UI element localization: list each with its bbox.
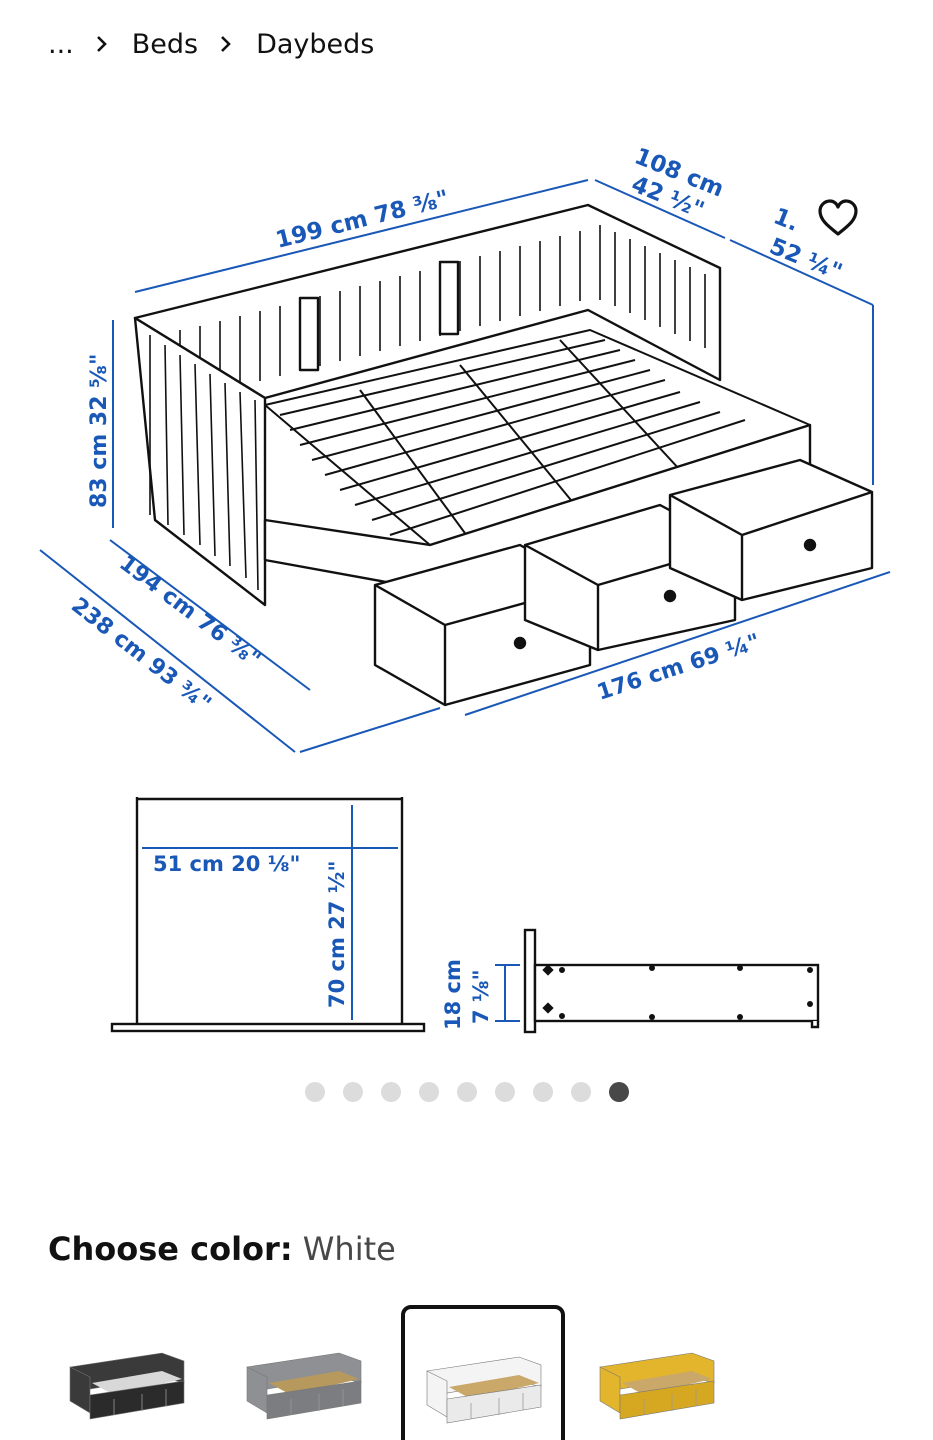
carousel-dot[interactable] [419,1082,439,1102]
dim-drawer-height-in: 7 ⅛" [469,969,493,1024]
dimension-drawing: 199 cm 78 ⅜" 108 cm 42 ½" 1. 52 ¼" 83 cm… [39,143,891,1034]
breadcrumb: ... Beds Daybeds [48,26,374,62]
color-swatches [48,1305,933,1440]
chevron-right-icon [218,34,234,54]
breadcrumb-ellipsis[interactable]: ... [48,28,74,60]
daybed-thumbnail [246,1352,362,1420]
dim-clearance-width: 51 cm 20 ⅛" [153,852,300,876]
daybed-thumbnail [599,1352,715,1420]
color-label: Choose color: [48,1230,293,1268]
dim-drawer-height-cm: 18 cm [441,959,465,1030]
color-value: White [302,1230,396,1268]
chevron-right-icon [94,34,110,54]
carousel-dot[interactable] [533,1082,553,1102]
carousel-dot[interactable] [609,1082,629,1102]
favorite-button[interactable] [812,194,864,242]
product-image-gallery[interactable]: 199 cm 78 ⅜" 108 cm 42 ½" 1. 52 ¼" 83 cm… [0,110,933,1070]
breadcrumb-beds[interactable]: Beds [131,28,199,60]
daybed-thumbnail [426,1356,542,1424]
daybed-thumbnail [69,1352,185,1420]
carousel-dot[interactable] [343,1082,363,1102]
carousel-dot[interactable] [571,1082,591,1102]
carousel-indicator [0,1082,933,1106]
heart-icon [818,199,858,236]
breadcrumb-daybeds[interactable]: Daybeds [256,28,375,60]
color-swatch-black-brown[interactable] [48,1305,212,1440]
carousel-dot[interactable] [495,1082,515,1102]
color-swatch-yellow[interactable] [578,1305,742,1440]
color-swatch-gray[interactable] [225,1305,389,1440]
dim-clearance-height: 70 cm 27 ½" [325,861,349,1008]
carousel-dot[interactable] [305,1082,325,1102]
color-swatch-white[interactable] [401,1305,565,1440]
dim-width-extended-cm: 1. [770,203,803,236]
color-chooser-label: Choose color: White [48,1230,396,1268]
carousel-dot[interactable] [457,1082,477,1102]
dim-height: 83 cm 32 ⅝" [87,354,112,508]
carousel-dot[interactable] [381,1082,401,1102]
